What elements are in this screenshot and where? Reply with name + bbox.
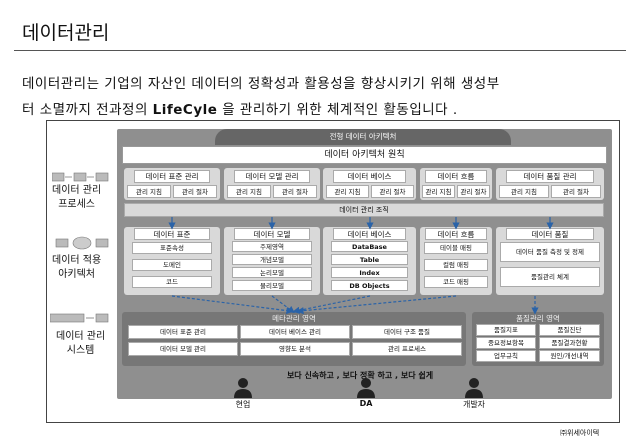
intro-line-1: 데이터관리는 기업의 자산인 데이터의 정확성과 활용성을 향상시키기 위해 생… (22, 76, 500, 92)
quality-item: 품질진단 (539, 324, 600, 336)
arch-item: 논리모델 (232, 267, 312, 278)
architecture-header: 전형 데이터 아키텍처 (215, 129, 511, 145)
user-label: 현업 (235, 400, 251, 409)
arch-item: 개념모델 (232, 254, 312, 265)
meta-area (122, 312, 466, 366)
process-title-quality: 데이터 품질 관리 (506, 170, 594, 183)
principles-bar: 데이터 아키텍처 원칙 (122, 146, 607, 164)
company-footer: ㈜위세아이텍 (560, 429, 600, 437)
process-title-database: 데이터 베이스 (333, 170, 406, 183)
arch-title-flow: 데이터 흐름 (425, 228, 487, 240)
process-title-standard: 데이터 표준 관리 (134, 170, 210, 183)
title-divider (14, 50, 626, 51)
arch-item: 도메인 (132, 259, 212, 271)
process-item: 관리 절차 (273, 185, 317, 198)
process-item: 관리 지침 (499, 185, 549, 198)
process-item: 관리 절차 (173, 185, 217, 198)
arch-item: 컬럼 매핑 (424, 259, 488, 271)
user-icon (234, 378, 252, 398)
quality-item: 품질지표 (476, 324, 536, 336)
quality-item: 품질결과현황 (539, 337, 600, 349)
org-bar: 데이터 관리 조직 (124, 203, 604, 217)
intro-line-2: 터 소멸까지 전과정의 LifeCyle 을 관리하기 위한 체계적인 활동입니… (22, 98, 458, 118)
meta-item: 데이터 모델 관리 (128, 342, 238, 356)
meta-area-title: 메타관리 영역 (272, 314, 316, 323)
arch-item: Table (331, 254, 408, 265)
arch-item: 품질관리 체계 (500, 267, 600, 287)
process-flow-icon (52, 172, 109, 182)
quality-item: 원인/개선내역 (539, 350, 600, 362)
quality-item: 중요정보항목 (476, 337, 536, 349)
arch-item: 코드 매핑 (424, 276, 488, 288)
meta-item: 데이터 구조 품질 (352, 325, 462, 339)
quality-area-title: 품질관리 영역 (516, 314, 560, 323)
arch-item: 주제영역 (232, 241, 312, 252)
arch-item: 표준속성 (132, 242, 212, 254)
intro-line-2-post: 을 관리하기 위한 체계적인 활동입니다 . (217, 102, 458, 118)
intro-line-2-pre: 터 소멸까지 전과정의 (22, 102, 153, 118)
meta-item: 관리 프로세스 (352, 342, 462, 356)
architecture-icon (55, 236, 109, 250)
diagram-frame (46, 120, 620, 423)
process-item: 관리 지침 (227, 185, 271, 198)
user-label: DA (359, 399, 373, 408)
user-label: 개발자 (462, 400, 486, 409)
quality-item: 업무규칙 (476, 350, 536, 362)
process-item: 관리 지침 (127, 185, 171, 198)
arch-item: 코드 (132, 276, 212, 288)
arch-item: Index (331, 267, 408, 278)
meta-item: 영향도 분석 (240, 342, 350, 356)
process-item: 관리 지침 (422, 185, 455, 198)
page-title: 데이터관리 (22, 22, 110, 44)
arch-item: DataBase (331, 241, 408, 252)
intro-lifecycle: LifeCyle (152, 102, 218, 118)
slogan: 보다 신속하고 , 보다 정확 하고 , 보다 쉽게 (286, 371, 434, 380)
process-item: 관리 절차 (457, 185, 490, 198)
arch-item: 테이블 매핑 (424, 242, 488, 254)
system-icon (50, 313, 109, 323)
process-item: 관리 절차 (551, 185, 601, 198)
process-item: 관리 지침 (326, 185, 369, 198)
meta-item: 데이터 표준 관리 (128, 325, 238, 339)
process-item: 관리 절차 (371, 185, 414, 198)
arch-item: DB Objects (331, 280, 408, 291)
user-icon (465, 378, 483, 398)
user-icon (357, 378, 375, 398)
process-title-model: 데이터 모델 관리 (234, 170, 310, 183)
meta-item: 데이터 베이스 관리 (240, 325, 350, 339)
arch-item: 데이터 품질 측정 및 정제 (500, 242, 600, 262)
arch-item: 물리모델 (232, 280, 312, 291)
process-title-flow: 데이터 흐름 (425, 170, 487, 183)
